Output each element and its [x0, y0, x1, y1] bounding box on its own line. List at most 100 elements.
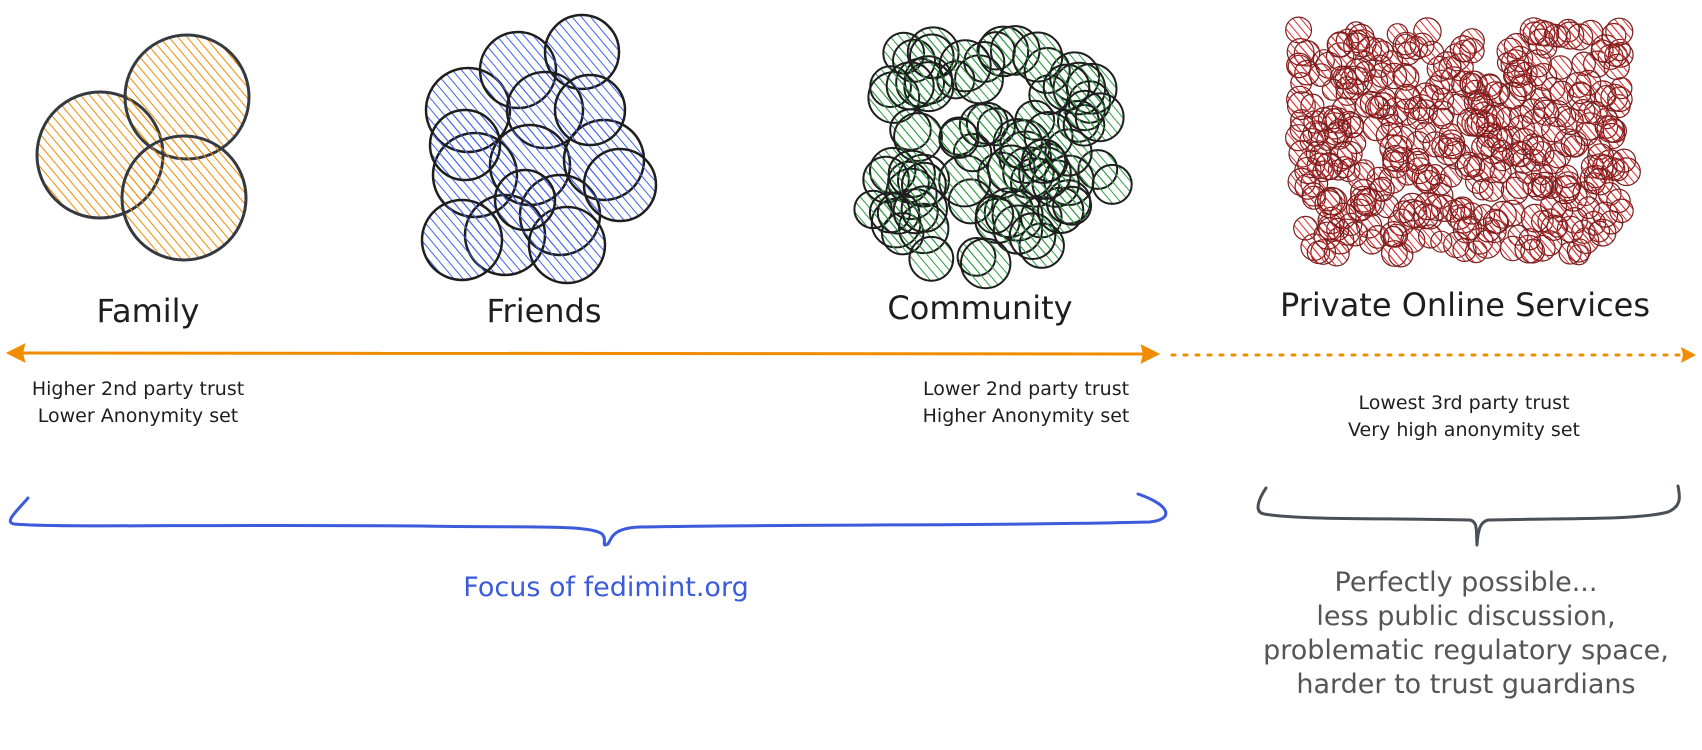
services-circle — [1449, 197, 1473, 221]
services-brace — [1256, 484, 1681, 547]
services-circle — [1609, 198, 1634, 224]
friends-label: Friends — [486, 292, 602, 330]
community-circle — [975, 194, 1015, 235]
services-circle — [1285, 16, 1313, 44]
services-circle — [1605, 17, 1634, 46]
services-circle — [1419, 40, 1445, 65]
services-trust-note: Lowest 3rd party trust Very high anonymi… — [1348, 390, 1580, 444]
services-circle — [1488, 82, 1511, 105]
dotted-arrow-head-icon — [1681, 347, 1696, 363]
services-circle — [1555, 164, 1579, 189]
community-note-line-2: Higher Anonymity set — [922, 405, 1130, 427]
community-circle — [938, 117, 980, 159]
services-circle — [1315, 152, 1344, 181]
family-trust-note: Higher 2nd party trust Lower Anonymity s… — [32, 376, 244, 430]
services-circle — [1432, 107, 1454, 130]
services-circle — [1511, 75, 1534, 98]
focus-label: Focus of fedimint.org — [463, 572, 749, 603]
services-circle — [1610, 76, 1633, 100]
services-circle — [1524, 136, 1552, 164]
community-note-line-1: Lower 2nd party trust — [922, 378, 1130, 400]
community-circle — [900, 185, 948, 233]
services-circle — [1313, 221, 1342, 250]
community-trust-note: Lower 2nd party trust Higher Anonymity s… — [923, 376, 1130, 430]
services-circle — [1456, 215, 1482, 241]
community-circle — [885, 61, 935, 111]
services-circle — [1548, 55, 1573, 80]
friends-circle — [527, 205, 607, 285]
friends-circle — [420, 198, 504, 282]
community-circle — [908, 235, 955, 282]
services-circle — [1294, 59, 1320, 86]
family-label: Family — [96, 292, 200, 330]
services-circle — [1322, 107, 1345, 130]
focus-brace — [8, 492, 1168, 547]
community-label: Community — [887, 289, 1073, 327]
caveat-line-3: problematic regulatory space, — [1263, 635, 1669, 666]
family-note-line-1: Higher 2nd party trust — [31, 378, 245, 400]
dotted-axis-extension — [1170, 347, 1696, 363]
community-circle — [1020, 138, 1067, 184]
services-circle — [1422, 131, 1449, 158]
services-circle — [1586, 167, 1614, 196]
family-circle-cluster — [35, 33, 251, 262]
services-circle — [1396, 162, 1420, 186]
services-note-line-2: Very high anonymity set — [1348, 419, 1580, 441]
services-circle — [1380, 62, 1408, 90]
services-circle — [1382, 225, 1405, 248]
services-circle — [1375, 121, 1403, 149]
services-circle — [1527, 28, 1555, 56]
caveat-line-1: Perfectly possible... — [1334, 567, 1598, 598]
friends-circle — [582, 147, 658, 223]
services-circle — [1364, 95, 1389, 119]
friends-circle — [553, 73, 627, 147]
services-circle — [1566, 23, 1594, 51]
services-circle — [1300, 93, 1325, 118]
services-note-line-1: Lowest 3rd party trust — [1358, 392, 1570, 414]
services-circle — [1440, 165, 1463, 188]
services-circle — [1354, 60, 1376, 83]
arrow-right-head-icon — [1140, 344, 1161, 364]
services-circle — [1546, 215, 1569, 238]
services-circle — [1353, 187, 1382, 217]
services-circle — [1530, 163, 1553, 186]
caveat-line-2: less public discussion, — [1316, 601, 1616, 632]
services-circle — [1490, 139, 1513, 162]
services-circle — [1316, 128, 1339, 151]
community-circle — [1052, 185, 1093, 226]
services-circle — [1449, 35, 1477, 63]
arrow-left-head-icon — [5, 343, 26, 363]
services-circle — [1404, 96, 1428, 120]
services-circle — [1284, 124, 1313, 152]
community-circle — [1091, 163, 1133, 205]
family-circle — [120, 134, 248, 262]
services-circle — [1413, 191, 1442, 221]
caveat-line-4: harder to trust guardians — [1296, 669, 1636, 700]
services-circle — [1541, 116, 1567, 143]
services-circle — [1596, 115, 1624, 143]
community-circle — [1012, 31, 1064, 83]
services-circle — [1343, 32, 1371, 60]
private-online-services-label: Private Online Services — [1279, 286, 1651, 324]
services-circle — [1430, 230, 1453, 253]
services-circle — [1456, 107, 1486, 137]
services-circle — [1470, 92, 1493, 115]
services-circle-cluster — [1284, 16, 1641, 268]
services-circle — [1569, 81, 1592, 105]
community-circle — [1074, 92, 1125, 143]
community-circle-cluster — [853, 25, 1133, 290]
services-circle — [1520, 203, 1550, 233]
community-circle — [960, 237, 1012, 290]
services-circle — [1485, 104, 1512, 130]
services-circle — [1566, 238, 1592, 263]
services-circle — [1611, 148, 1637, 173]
trust-axis-arrow — [5, 343, 1161, 364]
family-note-line-2: Lower Anonymity set — [37, 405, 239, 427]
friends-circle — [493, 168, 557, 232]
services-circle — [1353, 159, 1375, 181]
friends-circle-cluster — [420, 13, 658, 285]
services-circle — [1392, 200, 1416, 224]
services-caveat: Perfectly possible... less public discus… — [1263, 566, 1669, 702]
